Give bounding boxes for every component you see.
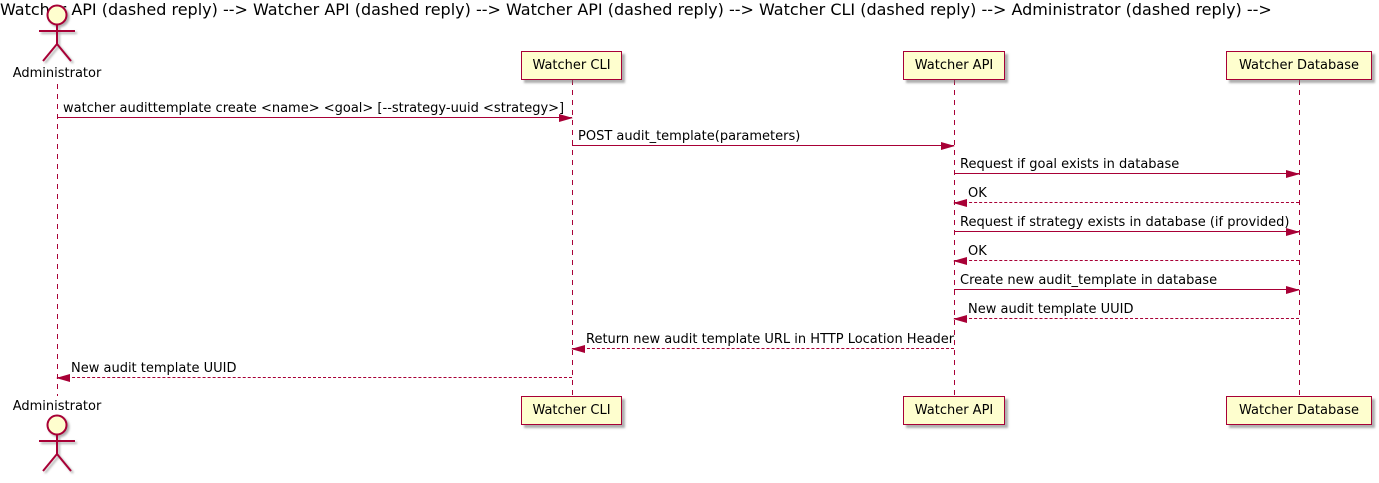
arrowhead-icon	[571, 345, 585, 353]
message-label: New audit template UUID	[968, 302, 1134, 317]
arrowhead-icon	[953, 199, 967, 207]
message-line	[56, 374, 572, 382]
message-label: Request if goal exists in database	[960, 157, 1180, 172]
message-line	[954, 228, 1300, 236]
lifeline-watcher-database	[1299, 80, 1300, 396]
message-request-strategy-exists: Request if strategy exists in database (…	[954, 214, 1300, 236]
arrowhead-icon	[1286, 228, 1300, 236]
participant-label: Watcher CLI	[532, 58, 611, 73]
message-goal-ok: OK	[953, 185, 1299, 207]
message-label: Create new audit_template in database	[960, 273, 1218, 288]
message-line	[953, 199, 1299, 207]
lifeline-watcher-cli	[572, 80, 573, 396]
participant-label: Watcher CLI	[532, 403, 611, 418]
message-new-audit-template-uuid-admin: New audit template UUID	[56, 360, 572, 382]
message-label: Request if strategy exists in database (…	[960, 215, 1290, 230]
participant-label: Watcher Database	[1239, 58, 1359, 73]
message-request-goal-exists: Request if goal exists in database	[954, 156, 1300, 178]
message-post-audit-template: POST audit_template(parameters)	[572, 128, 955, 150]
lifeline-watcher-api	[954, 80, 955, 396]
administrator-actor-icon	[34, 413, 80, 479]
arrowhead-icon	[953, 315, 967, 323]
message-line	[572, 142, 955, 150]
message-label: Return new audit template URL in HTTP Lo…	[586, 332, 955, 347]
message-return-url-location-header: Return new audit template URL in HTTP Lo…	[571, 331, 955, 353]
message-strategy-ok: OK	[953, 243, 1299, 265]
message-label: POST audit_template(parameters)	[578, 129, 801, 144]
message-line	[571, 345, 954, 353]
participant-box-watcher-database-bottom: Watcher Database	[1226, 396, 1372, 425]
message-label: OK	[968, 244, 987, 259]
participant-label: Watcher API	[914, 403, 994, 418]
message-label: watcher audittemplate create <name> <goa…	[63, 101, 565, 116]
arrowhead-icon	[941, 142, 955, 150]
message-label: New audit template UUID	[71, 361, 237, 376]
participant-label: Watcher Database	[1239, 403, 1359, 418]
message-line	[954, 286, 1300, 294]
message-line	[57, 114, 573, 122]
message-line	[953, 257, 1299, 265]
participant-box-watcher-api-bottom: Watcher API	[903, 396, 1005, 425]
participant-label: Watcher API	[914, 58, 994, 73]
participant-box-watcher-cli-bottom: Watcher CLI	[521, 396, 622, 425]
participant-box-watcher-api-top: Watcher API	[903, 51, 1005, 80]
arrowhead-icon	[1286, 170, 1300, 178]
administrator-actor-icon	[34, 3, 80, 69]
message-label: OK	[968, 186, 987, 201]
message-line	[953, 315, 1299, 323]
arrowhead-icon	[1286, 286, 1300, 294]
message-line	[954, 170, 1300, 178]
arrowhead-icon	[559, 114, 573, 122]
arrowhead-icon	[56, 374, 70, 382]
message-create-audittemplate: watcher audittemplate create <name> <goa…	[57, 100, 573, 122]
actor-label-administrator-top: Administrator	[12, 66, 102, 81]
participant-box-watcher-database-top: Watcher Database	[1226, 51, 1372, 80]
actor-label-administrator-bottom: Administrator	[12, 399, 102, 414]
participant-box-watcher-cli-top: Watcher CLI	[521, 51, 622, 80]
message-create-audit-template-db: Create new audit_template in database	[954, 272, 1300, 294]
arrowhead-icon	[953, 257, 967, 265]
message-new-audit-template-uuid-db: New audit template UUID	[953, 301, 1299, 323]
lifeline-administrator	[57, 84, 58, 396]
